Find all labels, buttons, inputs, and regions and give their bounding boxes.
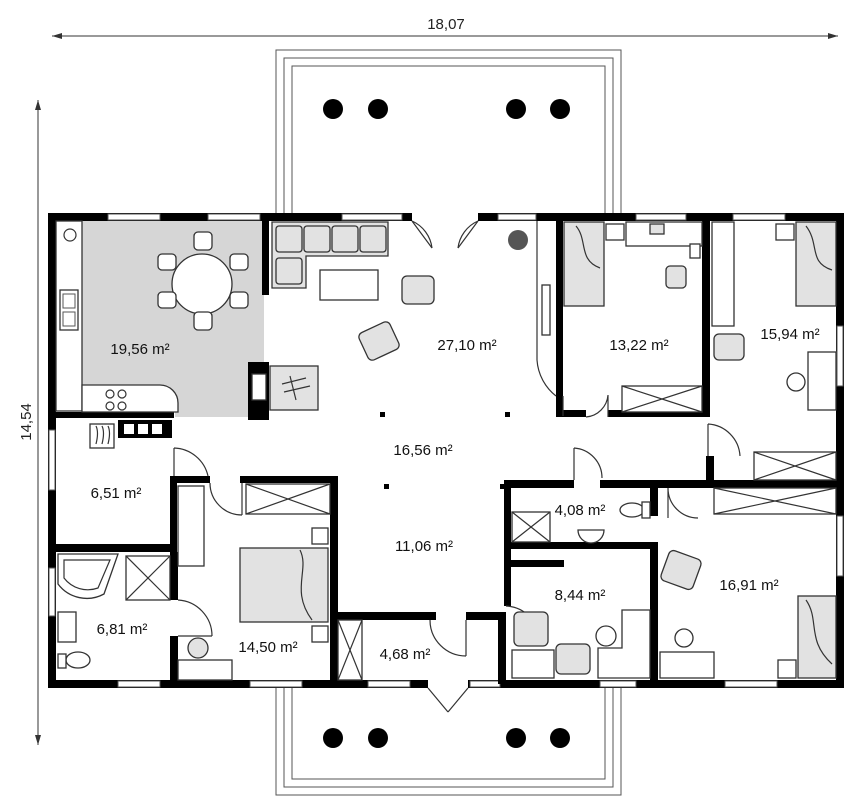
room-area-bedroom-3: 16,91 m² (719, 577, 778, 594)
room-area-office: 8,44 m² (555, 587, 606, 604)
bedroom-3-furniture (659, 487, 837, 679)
bed (563, 221, 605, 307)
office-furniture (511, 609, 651, 679)
column (550, 728, 570, 748)
sink-icon (63, 228, 77, 242)
armchair (401, 275, 435, 305)
living-furniture (251, 221, 528, 411)
room-area-boiler-room: 6,51 m² (91, 485, 142, 502)
bathroom-furniture (57, 553, 171, 669)
dining-table (171, 253, 233, 315)
interior-walls (56, 221, 844, 684)
room-area-wc: 4,08 m² (555, 502, 606, 519)
room-area-bedroom-master: 14,50 m² (238, 639, 297, 656)
column (368, 728, 388, 748)
column (323, 728, 343, 748)
door-swings (173, 221, 741, 657)
bed (797, 595, 837, 679)
room-area-corridor: 11,06 m² (395, 538, 453, 555)
room-area-living-room: 27,10 m² (437, 337, 496, 354)
room-area-bathroom: 6,81 m² (97, 621, 148, 638)
room-labels: 19,56 m² 27,10 m² 13,22 m² 15,94 m² 16,5… (91, 326, 820, 663)
terrace-top (275, 49, 622, 217)
armchair (358, 321, 400, 361)
room-area-bedroom-2: 15,94 m² (760, 326, 819, 343)
column (323, 99, 343, 119)
room-area-hall: 16,56 m² (393, 442, 452, 459)
bedroom-1-furniture (563, 221, 703, 413)
bed (239, 547, 329, 623)
column (506, 99, 526, 119)
column (550, 99, 570, 119)
dimension-height: 14,54 (18, 100, 41, 745)
master-bedroom-furniture (177, 483, 331, 681)
column (506, 728, 526, 748)
dimension-width: 18,07 (52, 16, 838, 39)
kitchen-furniture (55, 220, 249, 413)
room-area-vestibule: 4,68 m² (380, 646, 431, 663)
column (368, 99, 388, 119)
height-label: 14,54 (18, 403, 35, 441)
vestibule-furniture (337, 619, 363, 681)
room-area-bedroom-1: 13,22 m² (609, 337, 668, 354)
wc-furniture (511, 501, 651, 544)
boiler-furniture (89, 423, 115, 449)
width-label: 18,07 (427, 16, 465, 33)
terrace-bottom (275, 682, 622, 796)
bed (795, 221, 837, 307)
room-area-kitchen-dining: 19,56 m² (110, 341, 169, 358)
windows (48, 212, 844, 713)
bedroom-2-furniture (711, 221, 837, 481)
